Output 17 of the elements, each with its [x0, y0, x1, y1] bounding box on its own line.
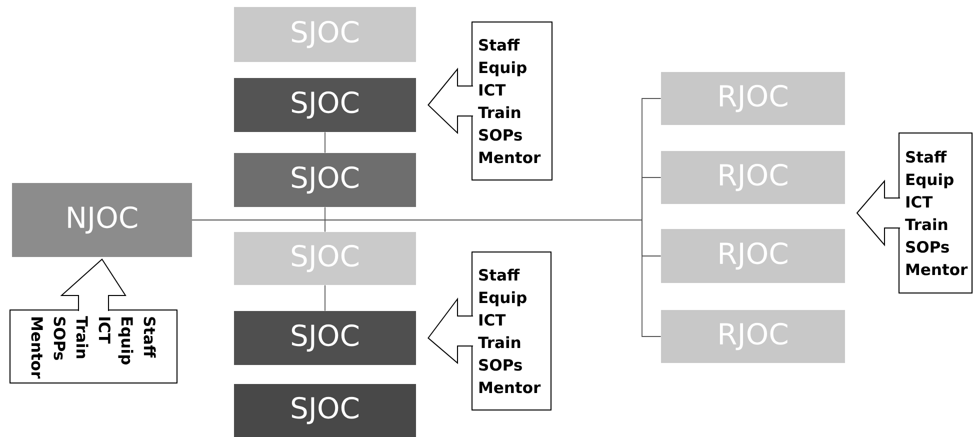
callout-box: Staff Equip ICT Train SOPs Mentor — [472, 22, 552, 180]
connector-line — [324, 206, 326, 232]
connector-line — [192, 220, 662, 337]
block-arrow — [428, 68, 474, 134]
block-arrow — [60, 258, 126, 312]
unit-box: SJOC — [234, 384, 416, 437]
connector-line — [324, 132, 326, 154]
unit-box: NJOC — [12, 183, 192, 257]
block-arrow — [856, 180, 900, 246]
unit-box: SJOC — [234, 311, 416, 365]
unit-box: SJOC — [234, 153, 416, 207]
unit-box: SJOC — [234, 78, 416, 132]
block-arrow — [428, 298, 474, 364]
connector-line — [324, 284, 326, 312]
callout-box: Staff Equip ICT Train SOPs Mentor — [898, 132, 973, 294]
callout-box: Staff Equip ICT Train SOPs Mentor — [10, 310, 178, 384]
callout-box: Staff Equip ICT Train SOPs Mentor — [472, 252, 552, 410]
